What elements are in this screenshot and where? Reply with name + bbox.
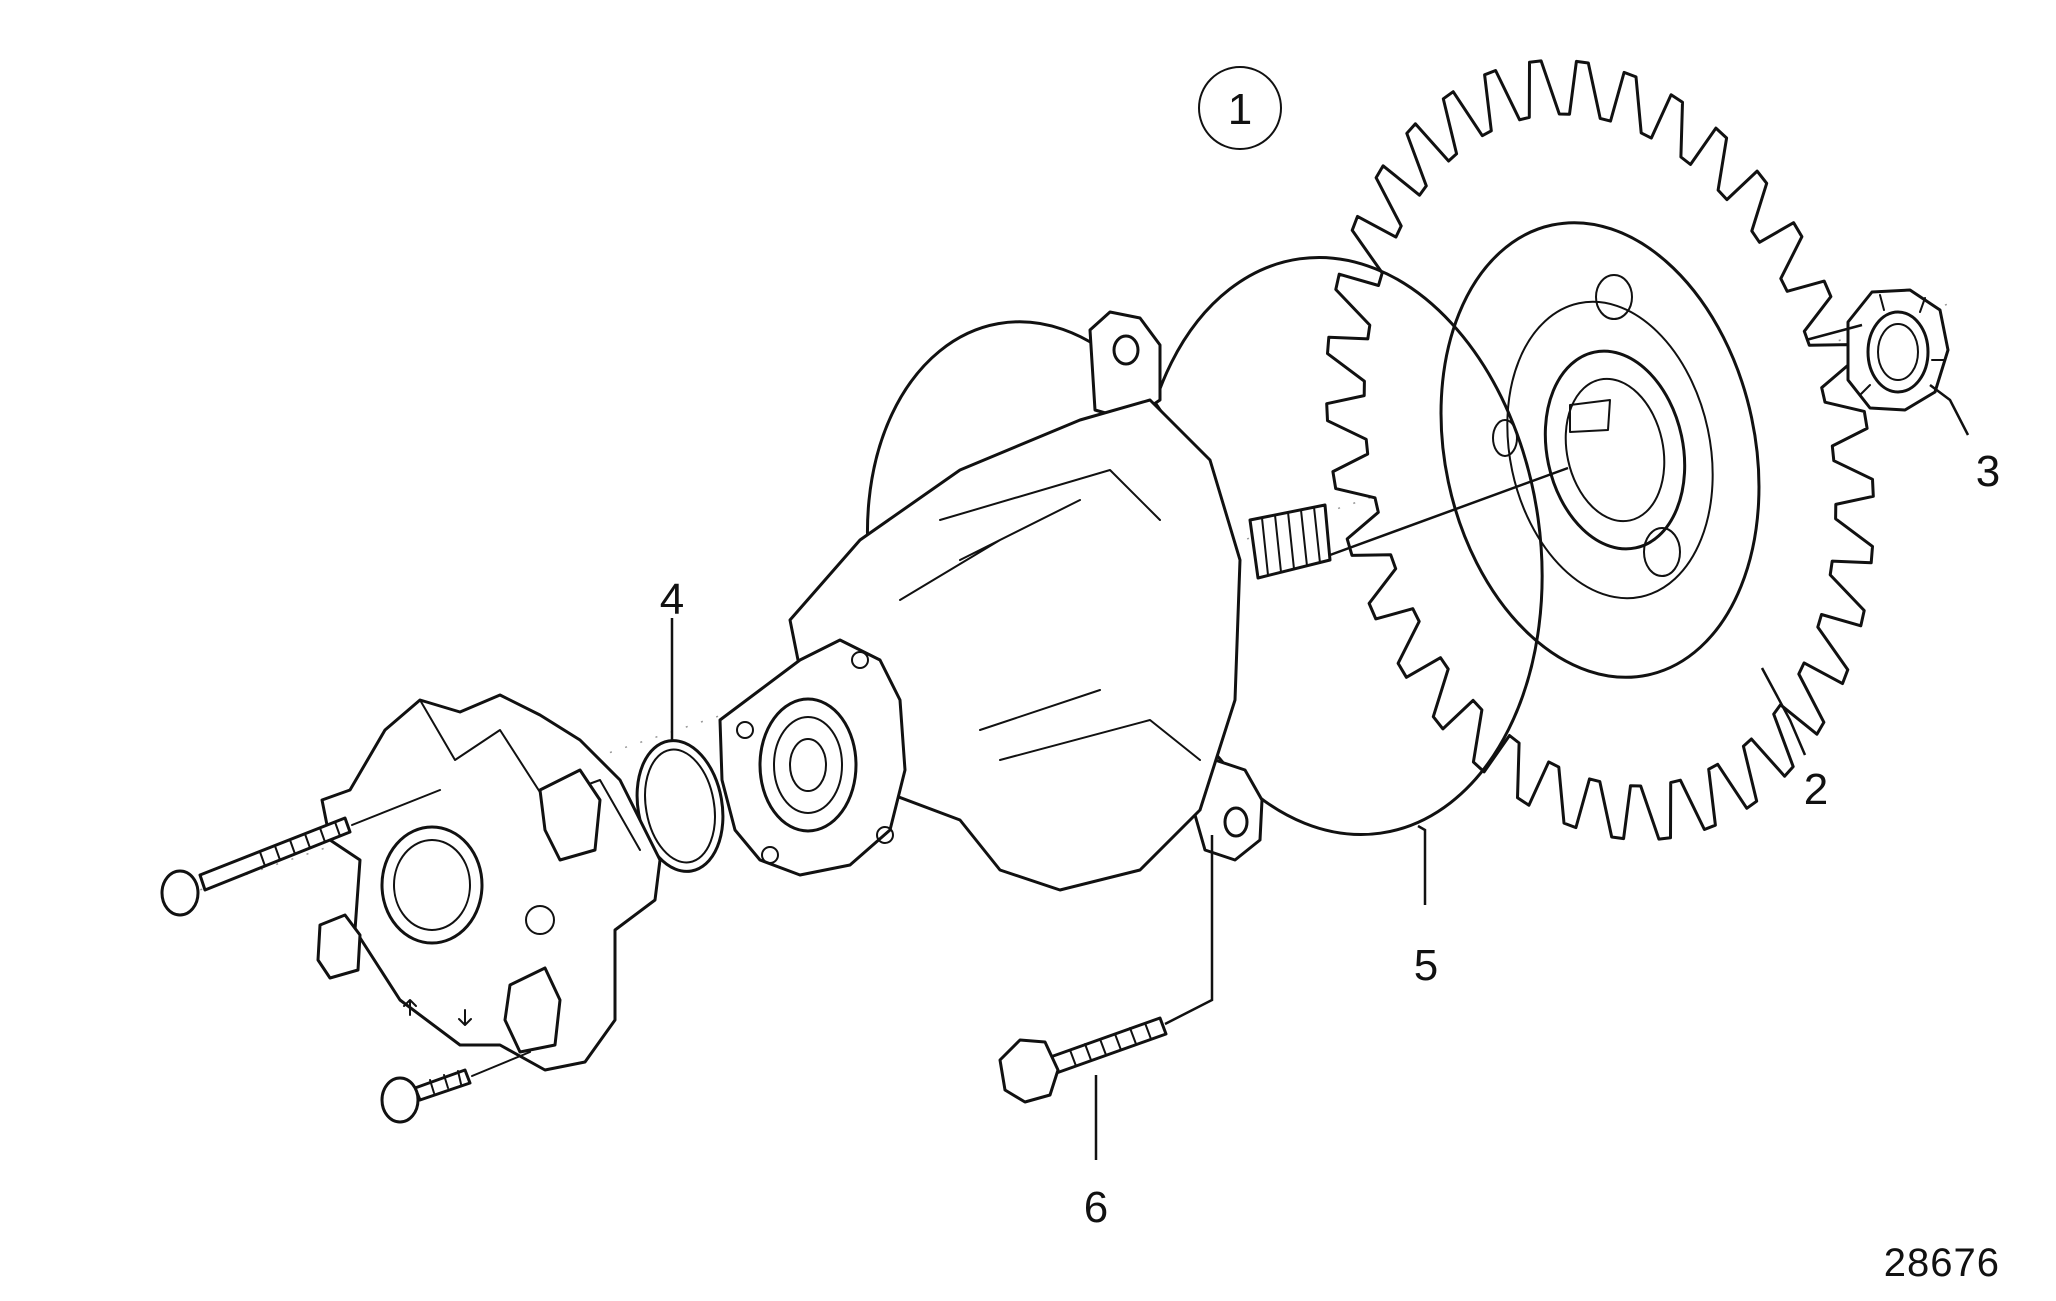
leader-5: [1417, 824, 1427, 905]
cap-screw-upper-part: [160, 789, 441, 917]
assembly-callout-label: 1: [1228, 85, 1252, 134]
callout-label-5: 5: [1414, 941, 1438, 990]
flange-bolt-part: [998, 1016, 1168, 1104]
pump-housing-part: [718, 310, 1332, 892]
leader-6-upper: [1164, 835, 1214, 1026]
callout-label-2: 2: [1804, 765, 1828, 814]
leader-lines: [670, 323, 1970, 1160]
gear-part: [1325, 59, 1875, 841]
reference-number: 28676: [1884, 1241, 2000, 1285]
assembly-callout: 1: [1198, 66, 1282, 150]
callout-label-4: 4: [660, 575, 684, 624]
callout-label-6: 6: [1084, 1183, 1108, 1232]
end-cover-part: [316, 693, 662, 1072]
nut-part: [1846, 288, 1950, 412]
o-ring-part: [635, 739, 725, 873]
cap-screw-lower-part: [380, 1051, 531, 1124]
leader-2: [1760, 667, 1807, 756]
callout-label-3: 3: [1976, 447, 2000, 496]
leader-3: [1929, 384, 1970, 436]
